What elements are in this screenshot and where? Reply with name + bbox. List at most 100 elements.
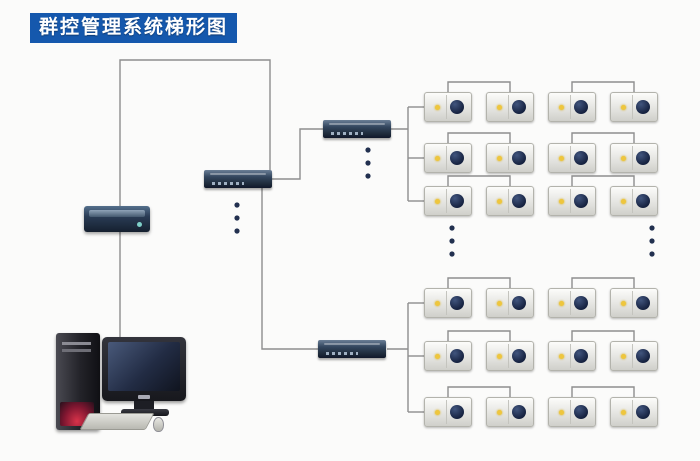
ellipsis-dot xyxy=(365,147,371,153)
ellipsis-dot xyxy=(449,225,455,231)
switch-bottom-icon xyxy=(318,340,386,358)
device-led xyxy=(559,156,564,161)
device-led xyxy=(435,156,440,161)
device-knob xyxy=(450,296,464,310)
ellipsis-dot xyxy=(649,225,655,231)
device-led xyxy=(621,105,626,110)
device-knob xyxy=(512,194,526,208)
device-led xyxy=(497,156,502,161)
wire xyxy=(571,277,635,288)
controller-device-icon xyxy=(610,288,658,318)
device-knob xyxy=(512,296,526,310)
controller-device-icon xyxy=(610,92,658,122)
device-seam xyxy=(631,189,633,213)
controller-device-icon xyxy=(486,186,534,216)
wire xyxy=(261,188,318,350)
wire xyxy=(447,81,511,92)
device-seam xyxy=(631,146,633,170)
controller-device-icon xyxy=(548,288,596,318)
wire xyxy=(447,132,511,143)
controller-device-icon xyxy=(486,341,534,371)
device-led xyxy=(435,354,440,359)
wire xyxy=(571,132,635,143)
controller-device-icon xyxy=(548,397,596,427)
device-knob xyxy=(512,151,526,165)
controller-device-icon xyxy=(610,186,658,216)
wire xyxy=(272,128,323,180)
device-led xyxy=(621,354,626,359)
switch-top-icon xyxy=(323,120,391,138)
device-led xyxy=(559,199,564,204)
wire xyxy=(571,175,635,186)
device-led xyxy=(497,354,502,359)
wire xyxy=(447,386,511,397)
controller-device-icon xyxy=(424,341,472,371)
controller-device-icon xyxy=(424,92,472,122)
device-led xyxy=(621,301,626,306)
monitor-base-icon xyxy=(121,409,169,416)
device-knob xyxy=(450,405,464,419)
device-knob xyxy=(636,349,650,363)
controller-device-icon xyxy=(486,288,534,318)
device-knob xyxy=(574,100,588,114)
device-knob xyxy=(636,151,650,165)
device-knob xyxy=(450,194,464,208)
wire xyxy=(447,277,511,288)
device-knob xyxy=(450,349,464,363)
device-led xyxy=(559,410,564,415)
wire xyxy=(119,59,271,206)
device-seam xyxy=(569,291,571,315)
device-seam xyxy=(445,400,447,424)
ellipsis-dots xyxy=(449,225,455,257)
controller-device-icon xyxy=(424,186,472,216)
ellipsis-dot xyxy=(234,228,240,234)
device-knob xyxy=(574,405,588,419)
controller-device-icon xyxy=(610,341,658,371)
device-seam xyxy=(631,95,633,119)
diagram-title: 群控管理系统梯形图 xyxy=(30,13,238,43)
wire xyxy=(447,175,511,186)
ellipsis-dot xyxy=(365,160,371,166)
device-seam xyxy=(569,146,571,170)
device-knob xyxy=(574,151,588,165)
monitor-logo xyxy=(138,395,150,399)
device-seam xyxy=(507,146,509,170)
device-knob xyxy=(512,100,526,114)
controller-device-icon xyxy=(486,397,534,427)
device-seam xyxy=(507,400,509,424)
device-knob xyxy=(636,405,650,419)
device-led xyxy=(497,410,502,415)
wire xyxy=(571,330,635,341)
device-led xyxy=(621,156,626,161)
controller-device-icon xyxy=(424,397,472,427)
device-knob xyxy=(636,296,650,310)
wire xyxy=(571,386,635,397)
ellipsis-dot xyxy=(449,238,455,244)
controller-device-icon xyxy=(424,288,472,318)
ellipsis-dots xyxy=(234,202,240,234)
device-seam xyxy=(445,291,447,315)
device-seam xyxy=(445,344,447,368)
computer-monitor-icon xyxy=(102,337,186,401)
device-knob xyxy=(574,194,588,208)
device-knob xyxy=(636,100,650,114)
device-led xyxy=(621,410,626,415)
switch-mid-icon xyxy=(204,170,272,188)
device-knob xyxy=(636,194,650,208)
device-seam xyxy=(569,400,571,424)
controller-device-icon xyxy=(486,92,534,122)
device-led xyxy=(621,199,626,204)
ellipsis-dot xyxy=(365,173,371,179)
ellipsis-dot xyxy=(649,251,655,257)
device-led xyxy=(497,199,502,204)
computer-tower-icon xyxy=(56,333,100,430)
controller-device-icon xyxy=(610,143,658,173)
mouse-icon xyxy=(153,417,164,432)
device-led xyxy=(497,301,502,306)
device-seam xyxy=(569,344,571,368)
wire xyxy=(571,81,635,92)
controller-device-icon xyxy=(610,397,658,427)
device-led xyxy=(559,354,564,359)
